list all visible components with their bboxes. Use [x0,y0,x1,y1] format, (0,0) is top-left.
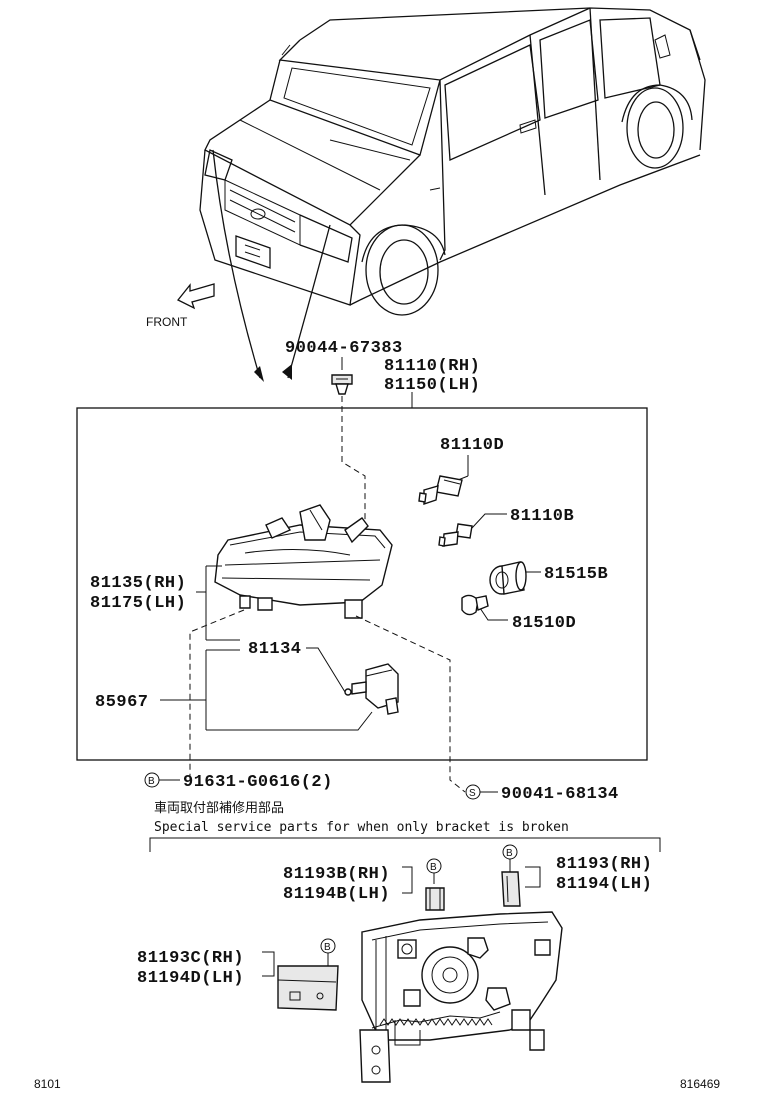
bolt-dash-line [341,396,366,520]
part-81194-lh-label[interactable]: 81194(LH) [556,875,652,894]
service-section-bracket [149,837,661,852]
part-81134-leader [306,647,346,693]
bulb-h-icon [418,475,463,505]
part-81193-rh-label[interactable]: 81193(RH) [556,855,652,874]
bracket-81193B-icon [425,887,445,911]
svg-text:B: B [324,942,331,953]
part-81135-rh-label[interactable]: 81135(RH) [90,574,186,593]
part-81150-lh-label[interactable]: 81150(LH) [384,376,480,395]
part-90044-67383-label[interactable]: 90044-67383 [285,339,403,358]
actuator-bracket [205,649,373,731]
screw-s-dash [355,615,466,793]
front-arrow [176,283,215,310]
part-81110D-label[interactable]: 81110D [440,436,504,455]
part-81134-label[interactable]: 81134 [248,640,302,659]
part-81110B-label[interactable]: 81110B [510,507,574,526]
screw-b-dash [189,609,245,780]
part-81515B-label[interactable]: 81515B [544,565,608,584]
bracket-81193C-icon [277,965,339,1011]
bulb-81510D-leader [479,607,508,621]
callout-b-letter: B [148,776,155,787]
bracket-81193-icon [501,871,521,907]
part-81193B-rh-label[interactable]: 81193B(RH) [283,865,390,884]
front-label: FRONT [146,315,188,329]
note-english: Special service parts for when only brac… [154,820,569,835]
headlamp-unit [214,504,393,619]
callout-s-letter: S [469,788,476,799]
headlamp-housing-rear-icon [359,911,563,1083]
catalog-figure-code: 8101 [34,1077,61,1091]
illustration-number: 816469 [680,1077,720,1091]
part-91631-label[interactable]: 91631-G0616(2) [183,773,333,792]
svg-text:B: B [430,862,437,873]
housing-bracket [205,565,240,641]
part-81193C-rh-label[interactable]: 81193C(RH) [137,949,244,968]
clip-bolt-icon [331,374,353,395]
part-81110-rh-label[interactable]: 81110(RH) [384,357,480,376]
part-81175-lh-label[interactable]: 81175(LH) [90,594,186,613]
part-90041-label[interactable]: 90041-68134 [501,785,619,804]
part-81194D-lh-label[interactable]: 81194D(LH) [137,969,244,988]
wedge-bulb-icon [461,594,489,616]
part-81194B-lh-label[interactable]: 81194B(LH) [283,885,390,904]
leveling-actuator-icon [344,663,399,715]
bulb-small-icon [438,523,473,547]
note-japanese: 車両取付部補修用部品 [154,801,284,816]
bulb-81110B-leader [471,513,507,529]
socket-icon [489,561,527,595]
part-85967-label[interactable]: 85967 [95,693,149,712]
assembly-box [76,407,648,761]
vehicle-illustration [199,7,706,382]
part-81510D-label[interactable]: 81510D [512,614,576,633]
svg-text:B: B [506,848,513,859]
